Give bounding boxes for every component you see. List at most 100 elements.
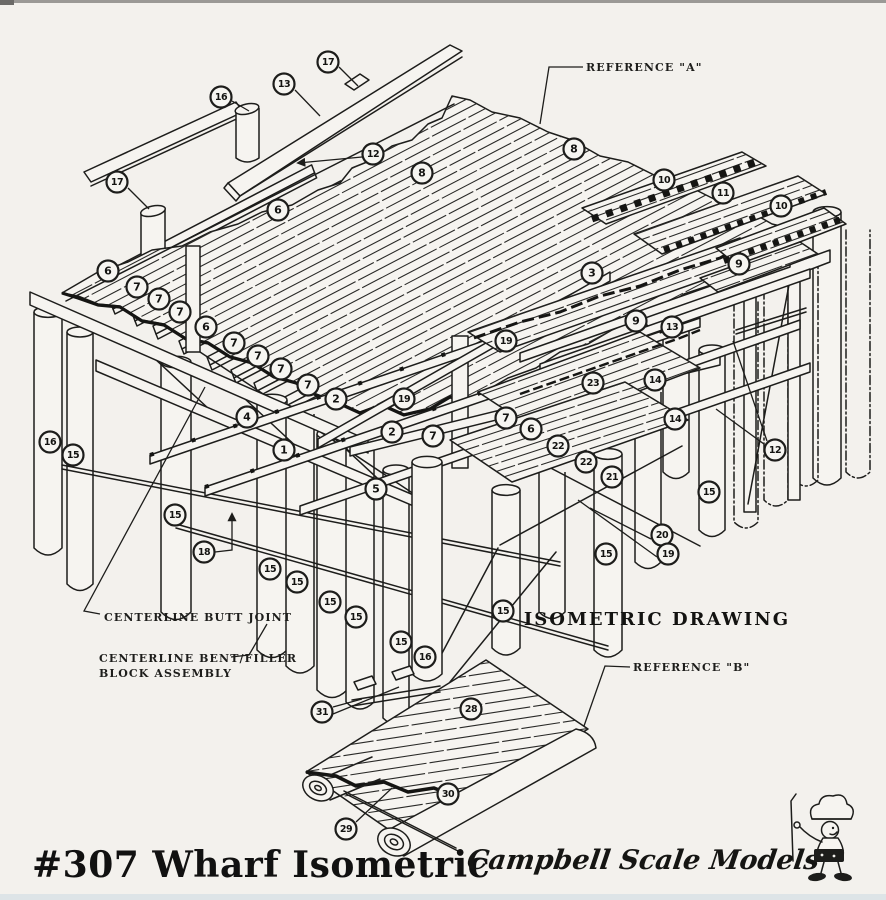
svg-text:10: 10	[775, 201, 788, 212]
centerline-bent-filler-label-line2: BLOCK ASSEMBLY	[99, 667, 232, 680]
callout-12: 12	[715, 340, 787, 462]
svg-text:14: 14	[669, 414, 682, 425]
callout-16: 16	[209, 85, 250, 112]
svg-text:7: 7	[304, 379, 312, 392]
callout-19: 19	[494, 329, 518, 353]
fender-log-beam	[223, 44, 463, 202]
callout-15: 15	[258, 557, 282, 581]
centerline-butt-joint-label: CENTERLINE BUTT JOINT	[104, 611, 292, 624]
callout-6: 6	[519, 417, 543, 441]
svg-text:17: 17	[111, 177, 123, 188]
callout-30: 30	[436, 782, 460, 806]
poker-rod	[790, 793, 797, 862]
svg-text:3: 3	[588, 267, 596, 280]
svg-text:12: 12	[769, 445, 781, 456]
svg-text:28: 28	[465, 704, 478, 715]
svg-text:15: 15	[600, 549, 612, 560]
svg-text:16: 16	[419, 652, 432, 663]
deck-torn-edge	[61, 291, 471, 417]
svg-text:12: 12	[367, 149, 379, 160]
cleat	[344, 73, 370, 91]
svg-text:16: 16	[215, 92, 228, 103]
isometric-drawing-label: ISOMETRIC DRAWING	[524, 609, 790, 630]
svg-text:7: 7	[502, 412, 510, 425]
annotation-leaders	[83, 66, 631, 727]
svg-text:7: 7	[176, 306, 184, 319]
svg-text:29: 29	[340, 824, 352, 835]
callout-8: 8	[410, 161, 434, 185]
callout-7: 7	[296, 373, 320, 397]
svg-text:8: 8	[570, 143, 578, 156]
svg-text:2: 2	[332, 393, 340, 406]
callout-7: 7	[246, 344, 270, 368]
callout-15: 15	[318, 590, 342, 614]
reference-a-leader	[539, 66, 583, 125]
pile-blocking-31	[351, 665, 441, 707]
callout-18: 18	[192, 512, 237, 564]
callout-6: 6	[266, 198, 290, 222]
callout-15: 15	[285, 570, 309, 594]
svg-text:22: 22	[580, 457, 592, 468]
sheet-title: #307 Wharf Isometric	[32, 844, 490, 886]
svg-text:6: 6	[527, 423, 535, 436]
svg-text:19: 19	[398, 394, 410, 405]
callout-4: 4	[235, 405, 259, 429]
svg-text:11: 11	[717, 188, 729, 199]
callout-7: 7	[147, 287, 171, 311]
bent-filler-leader	[230, 623, 268, 658]
callout-15: 15	[163, 503, 187, 527]
svg-text:15: 15	[264, 564, 276, 575]
chef-mascot-logo	[790, 793, 854, 882]
svg-text:9: 9	[735, 258, 743, 271]
svg-text:21: 21	[606, 472, 618, 483]
callout-9: 9	[727, 252, 751, 276]
callout-5: 5	[364, 477, 388, 501]
callout-7: 7	[494, 406, 518, 430]
pile-top-center	[234, 102, 260, 163]
svg-text:15: 15	[395, 637, 407, 648]
callout-16: 16	[38, 430, 62, 454]
svg-text:16: 16	[44, 437, 57, 448]
callout-29: 29	[334, 787, 393, 841]
chef-head	[820, 820, 840, 840]
callout-2: 2	[324, 387, 348, 411]
callout-8: 8	[562, 137, 586, 161]
svg-text:15: 15	[350, 612, 362, 623]
svg-text:10: 10	[658, 175, 671, 186]
callout-15: 15	[389, 630, 413, 654]
callout-28: 28	[459, 697, 483, 721]
scan-edge-bottom	[0, 894, 886, 900]
svg-text:7: 7	[155, 293, 163, 306]
svg-text:7: 7	[230, 337, 238, 350]
callout-6: 6	[96, 259, 120, 283]
scan-corner-mark	[0, 0, 14, 5]
callout-15: 15	[491, 599, 515, 623]
svg-text:23: 23	[587, 378, 599, 389]
chef-shoe-right	[834, 872, 852, 882]
svg-text:7: 7	[254, 350, 262, 363]
svg-text:5: 5	[372, 483, 380, 496]
svg-text:7: 7	[429, 430, 437, 443]
callout-21: 21	[600, 465, 624, 489]
callout-3: 3	[580, 261, 604, 285]
callout-2: 2	[380, 420, 404, 444]
float-log-top	[302, 756, 381, 802]
butt-joint-leader	[83, 386, 206, 615]
svg-text:14: 14	[649, 375, 662, 386]
callout-11: 11	[711, 181, 735, 205]
svg-text:9: 9	[632, 315, 640, 328]
brand-logotype: Campbell Scale Models	[465, 845, 821, 876]
svg-text:15: 15	[291, 577, 303, 588]
callout-15: 15	[344, 605, 368, 629]
svg-text:13: 13	[278, 79, 290, 90]
svg-text:7: 7	[277, 363, 285, 376]
chef-arm	[798, 825, 823, 843]
callout-12: 12	[296, 142, 385, 167]
svg-text:15: 15	[703, 487, 715, 498]
svg-text:31: 31	[316, 707, 328, 718]
callout-14: 14	[663, 407, 687, 431]
svg-text:1: 1	[280, 444, 288, 457]
callout-7: 7	[421, 424, 445, 448]
